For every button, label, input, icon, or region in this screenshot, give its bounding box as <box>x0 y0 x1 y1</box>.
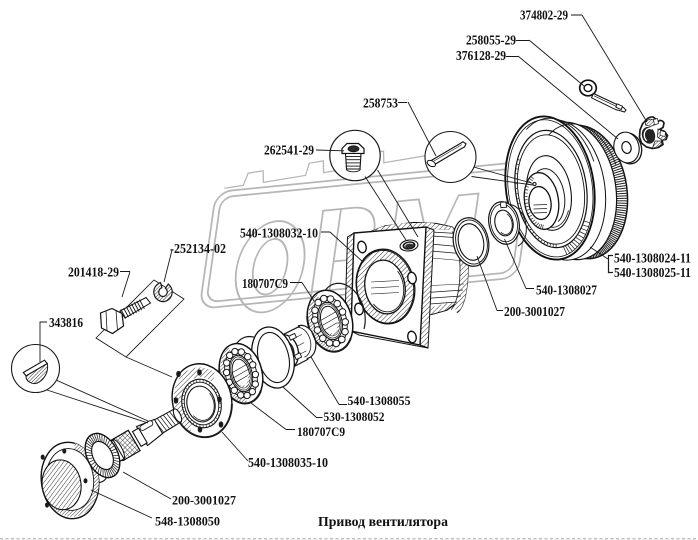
svg-text:200-3001027: 200-3001027 <box>172 493 236 508</box>
svg-text:376128-29: 376128-29 <box>456 48 506 63</box>
svg-text:540-1308024-11: 540-1308024-11 <box>614 251 691 266</box>
svg-text:374802-29: 374802-29 <box>520 8 568 23</box>
svg-text:540-1308027: 540-1308027 <box>536 283 597 298</box>
svg-text:180707С9: 180707С9 <box>297 425 345 439</box>
svg-text:262541-29: 262541-29 <box>264 143 314 158</box>
svg-text:258753: 258753 <box>363 96 398 111</box>
svg-text:200-3001027: 200-3001027 <box>504 304 565 319</box>
svg-text:Привод вентилятора: Привод вентилятора <box>318 514 448 529</box>
svg-text:343816: 343816 <box>49 315 83 330</box>
svg-text:-252134-02: -252134-02 <box>170 241 226 256</box>
svg-text:180707С9: 180707С9 <box>242 276 288 291</box>
svg-text:540-1308055: 540-1308055 <box>348 394 411 408</box>
svg-text:530-1308052: 530-1308052 <box>324 410 385 424</box>
svg-text:540-1308025-11: 540-1308025-11 <box>614 265 691 280</box>
svg-text:540-1308035-10: 540-1308035-10 <box>248 455 328 470</box>
svg-text:540-1308032-10: 540-1308032-10 <box>240 226 318 241</box>
svg-text:258055-29: 258055-29 <box>466 33 516 48</box>
svg-text:548-1308050: 548-1308050 <box>155 514 220 529</box>
svg-text:201418-29: 201418-29 <box>68 265 119 280</box>
